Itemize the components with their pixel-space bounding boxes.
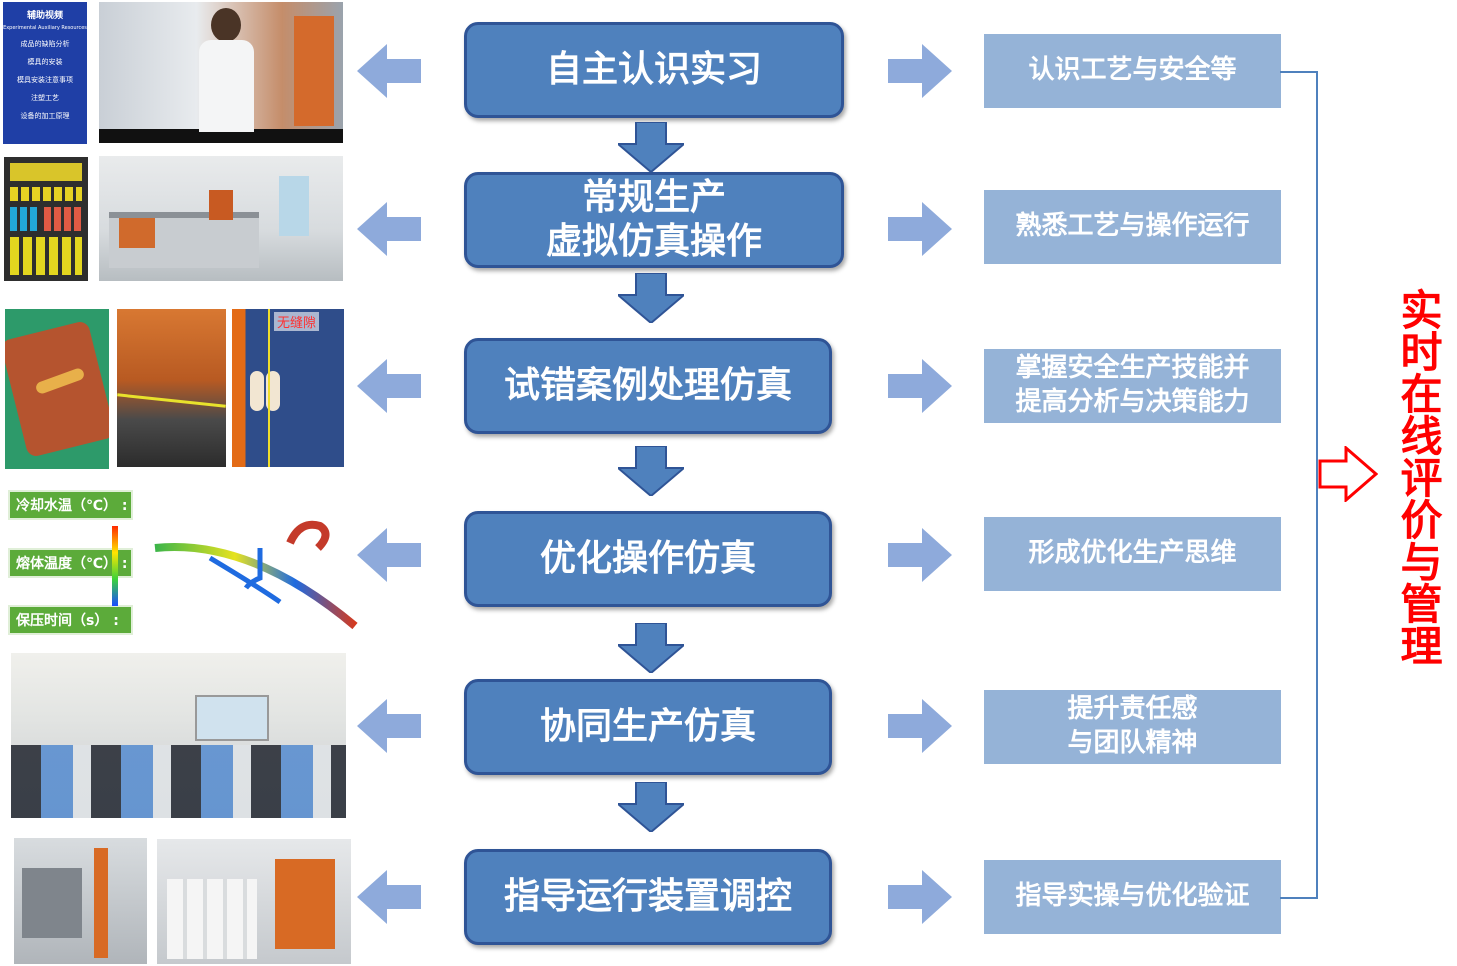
down-arrow-icon: [618, 782, 684, 832]
video-menu-subtitle: Experimental Auxiliary Resources: [3, 25, 87, 31]
gap-label: 无缝隙: [274, 312, 320, 331]
left-arrow-icon: [357, 44, 421, 98]
equipment-image: [14, 838, 147, 964]
stage-4-line-1: 优化操作仿真: [539, 538, 756, 580]
stage-box-6: 指导运行装置调控: [464, 849, 832, 945]
stage-5-line-1: 协同生产仿真: [539, 706, 756, 748]
right-arrow-icon: [888, 870, 952, 924]
outcome-5-line-2: 与团队精神: [1067, 728, 1198, 758]
outcome-box-2: 熟悉工艺与操作运行: [984, 190, 1281, 264]
outcome-box-1: 认识工艺与安全等: [984, 34, 1281, 108]
teacher-video-frame: [99, 2, 343, 143]
stage-box-4: 优化操作仿真: [464, 511, 832, 607]
stage-2-line-2: 虚拟仿真操作: [545, 221, 762, 262]
stage-3-line-1: 试错案例处理仿真: [503, 365, 792, 407]
side-title: 实时在线评价与管理: [1394, 288, 1443, 666]
video-menu-title: 辅助视频: [26, 11, 63, 21]
right-arrow-icon: [888, 699, 952, 753]
video-menu-items: 成品的缺陷分析模具的安装模具安装注意事项注塑工艺设备的加工原理: [3, 39, 87, 121]
outcome-5-line-1: 提升责任感: [1067, 694, 1198, 725]
right-arrow-icon: [888, 359, 952, 413]
stage-box-1: 自主认识实习: [464, 22, 844, 118]
video-menu-item[interactable]: 设备的加工原理: [20, 112, 70, 120]
down-arrow-icon: [618, 273, 684, 323]
stage-2-line-1: 常规生产: [581, 177, 726, 219]
outcome-box-4: 形成优化生产思维: [984, 517, 1281, 591]
left-arrow-icon: [357, 870, 421, 924]
right-arrow-icon: [888, 528, 952, 582]
hollow-right-arrow-icon: [1318, 446, 1378, 502]
stage-box-2: 常规生产 虚拟仿真操作: [464, 172, 844, 268]
control-panel-image: [4, 157, 88, 281]
right-arrow-icon: [888, 202, 952, 256]
defect-part-image: [5, 309, 109, 469]
outcome-4-line-1: 形成优化生产思维: [1028, 538, 1237, 569]
stage-6-line-1: 指导运行装置调控: [503, 876, 792, 918]
outcome-box-5: 提升责任感 与团队精神: [984, 690, 1281, 764]
mold-gap-image: 无缝隙: [232, 309, 344, 467]
down-arrow-icon: [618, 122, 684, 172]
video-menu-item[interactable]: 成品的缺陷分析: [20, 40, 70, 48]
outcome-3-line-2: 提高分析与决策能力: [1015, 387, 1250, 417]
stage-box-3: 试错案例处理仿真: [464, 338, 832, 434]
hold-time-param: 保压时间（s） :: [8, 605, 133, 635]
stage-box-5: 协同生产仿真: [464, 679, 832, 775]
flow-simulation-image: [154, 520, 358, 630]
outcome-box-3: 掌握安全生产技能并 提高分析与决策能力: [984, 349, 1281, 423]
outcome-box-6: 指导实操与优化验证: [984, 860, 1281, 934]
students-lab-image: [157, 839, 351, 964]
color-scale-bar: [112, 526, 118, 606]
outcome-1-line-1: 认识工艺与安全等: [1028, 55, 1237, 86]
outcome-3-line-1: 掌握安全生产技能并: [1015, 353, 1250, 384]
left-arrow-icon: [357, 528, 421, 582]
left-arrow-icon: [357, 202, 421, 256]
down-arrow-icon: [618, 623, 684, 673]
video-menu-item[interactable]: 模具的安装: [27, 58, 63, 66]
left-arrow-icon: [357, 359, 421, 413]
computer-lab-image: [11, 653, 346, 818]
mold-image: [117, 309, 226, 467]
machine-room-image: [99, 156, 343, 281]
outcome-2-line-1: 熟悉工艺与操作运行: [1015, 211, 1250, 242]
video-menu-panel: 辅助视频 Experimental Auxiliary Resources 成品…: [3, 2, 87, 144]
outcome-6-line-1: 指导实操与优化验证: [1015, 881, 1250, 912]
video-menu-item[interactable]: 注塑工艺: [31, 94, 59, 102]
left-arrow-icon: [357, 699, 421, 753]
feedback-bracket: [1280, 71, 1318, 899]
video-menu-item[interactable]: 模具安装注意事项: [17, 76, 73, 84]
cooling-water-temp-param: 冷却水温（℃） :: [8, 490, 133, 520]
right-arrow-icon: [888, 44, 952, 98]
stage-1-line-1: 自主认识实习: [545, 49, 762, 91]
down-arrow-icon: [618, 446, 684, 496]
